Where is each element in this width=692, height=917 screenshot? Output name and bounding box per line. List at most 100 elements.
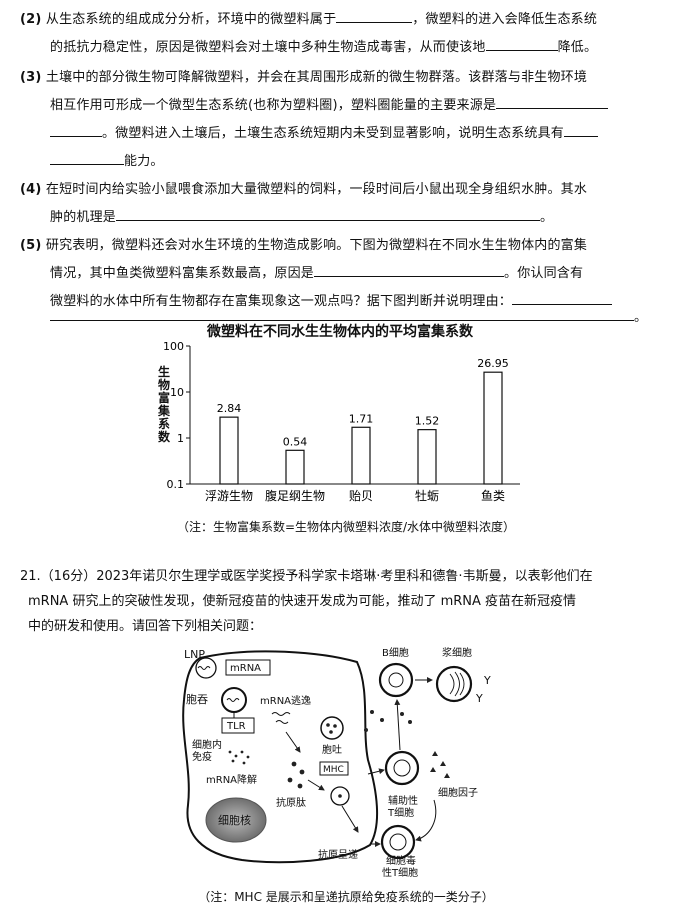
q4-blank[interactable]: [116, 208, 541, 221]
q5-line-2: 情况，其中鱼类微塑料富集系数最高，原因是。你认同含有: [50, 262, 583, 281]
q2-line-2: 的抵抗力稳定性，原因是微塑料会对土壤中多种生物造成毒害，从而使该地 降低。: [50, 36, 597, 55]
arrow-mhc-to-helper: [367, 768, 385, 775]
q4-text-1: 在短时间内给实验小鼠喂食添加大量微塑料的饲料，一段时间后小鼠出现全身组织水肿。其…: [45, 182, 588, 197]
plasma-label: 浆细胞: [442, 646, 472, 659]
cytotoxic-t-cell: [380, 824, 416, 860]
bar-value-label: 1.71: [349, 412, 374, 425]
plasma-er: [449, 671, 465, 697]
arrow-to-presentation: [341, 805, 359, 833]
endosome-mrna: [226, 698, 240, 702]
q3-text-1: 土壤中的部分微生物可降解微塑料，并会在其周围形成新的微生物群落。该群落与非生物环…: [45, 70, 588, 85]
exocytosis-label: 胞吐: [322, 744, 342, 756]
lnp-mrna-squiggle: [197, 666, 211, 670]
antigen-dots: [364, 710, 412, 732]
q4-end: 。: [540, 210, 554, 225]
q3-line-1: (3) 土壤中的部分微生物可降解微塑料，并会在其周围形成新的微生物群落。该群落与…: [20, 66, 587, 85]
q2-blank-1[interactable]: [336, 10, 413, 23]
q5-line-4: 。: [50, 298, 647, 325]
antibody-1: Y: [483, 674, 491, 687]
q3-text-3a: 。微塑料进入土壤后，土壤生态系统短期内未受到显著影响，说明生态系统具有: [102, 126, 565, 141]
q21-line-1: 21.（16分）2023年诺贝尔生理学或医学奖授予科学家卡塔琳·考里科和德鲁·韦…: [20, 569, 593, 584]
bar: [219, 416, 239, 485]
cytokine-triangles: [430, 751, 450, 778]
endosome-label: 胞吞: [186, 693, 208, 706]
ctl-label-2: 性T细胞: [382, 866, 418, 879]
antigen-peptides: [287, 761, 305, 789]
category-label: 牡蛎: [415, 488, 439, 503]
q3-blank-2[interactable]: [564, 124, 599, 137]
bar-value-label: 2.84: [217, 402, 242, 415]
y-tick-label: 10: [170, 386, 184, 399]
chart-note: （注：生物富集系数=生物体内微塑料浓度/水体中微塑料浓度）: [176, 520, 516, 534]
bar: [351, 426, 371, 485]
q5-text-2a: 情况，其中鱼类微塑料富集系数最高，原因是: [50, 266, 315, 281]
q5-line-1: (5) 研究表明，微塑料还会对水生环境的生物造成影响。下图为微塑料在不同水生生物…: [20, 234, 587, 253]
lnp-particle: [195, 657, 217, 679]
q4-number: (4): [20, 182, 42, 197]
q5-line-3: 微塑料的水体中所有生物都存在富集现象这一观点吗？据下图判断并说明理由：: [50, 290, 613, 309]
arrow-to-mhc: [307, 779, 325, 791]
degrade-label: mRNA降解: [206, 773, 257, 786]
q3-blank-1-cont[interactable]: [50, 124, 102, 137]
q2-blank-2[interactable]: [485, 38, 558, 51]
q3-blank-1[interactable]: [496, 96, 609, 109]
exocytosis-vesicle: [320, 716, 344, 740]
q4-line-2: 肿的机理是。: [50, 206, 553, 225]
nucleus-label: 细胞核: [218, 813, 251, 827]
escape-label: mRNA逃逸: [260, 694, 311, 707]
mrna-box: [225, 659, 271, 676]
mhc-box: [319, 761, 349, 776]
bar-value-label: 26.95: [477, 357, 509, 370]
ctl-label-1: 细胞毒: [386, 854, 416, 867]
q5-blank-2[interactable]: [512, 292, 613, 305]
cytokine-label: 细胞因子: [438, 786, 478, 799]
q5-end: 。: [634, 310, 648, 325]
helper-t-cell: [384, 750, 420, 786]
q2-text-1a: 从生态系统的组成成分分析，环境中的微塑料属于: [45, 12, 337, 27]
category-label: 腹足纲生物: [265, 489, 325, 503]
host-cell-membrane: [182, 650, 379, 864]
arrow-helper-to-b: [394, 699, 401, 751]
q3-line-2: 相互作用可形成一个微型生态系统(也称为塑料圈)，塑料圈能量的主要来源是: [50, 94, 609, 113]
q3-blank-2-cont[interactable]: [50, 152, 124, 165]
mrna-label: mRNA: [230, 663, 261, 674]
q3-text-2: 相互作用可形成一个微型生态系统(也称为塑料圈)，塑料圈能量的主要来源是: [50, 98, 497, 113]
peptide-label: 抗原肽: [276, 796, 306, 809]
q2-text-2a: 的抵抗力稳定性，原因是微塑料会对土壤中多种生物造成毒害，从而使该地: [50, 40, 486, 55]
q5-text-1: 研究表明，微塑料还会对水生环境的生物造成影响。下图为微塑料在不同水生生物体内的富…: [45, 238, 588, 253]
q5-blank-1[interactable]: [314, 264, 505, 277]
innate-dots: [228, 750, 250, 765]
helper-t-nucleus: [393, 759, 411, 777]
vesicle-dots: [326, 723, 337, 734]
q2-text-2b: 降低。: [557, 40, 598, 55]
y-tick-label: 0.1: [167, 478, 185, 491]
q2-text-1b: ，微塑料的进入会降低生态系统: [412, 12, 598, 27]
arrow-to-ribosome: [285, 731, 301, 753]
category-label: 鱼类: [481, 489, 505, 503]
helper-label-1: 辅助性: [388, 794, 418, 807]
q2-line-1: (2) 从生态系统的组成成分分析，环境中的微塑料属于 ，微塑料的进入会降低生态系统: [20, 8, 597, 27]
y-tick-label: 1: [177, 432, 184, 445]
q5-blank-2-cont[interactable]: [50, 308, 634, 321]
tlr-label: TLR: [226, 721, 246, 732]
mhc-vesicle: [330, 786, 350, 806]
innate-label-1: 细胞内: [192, 738, 222, 751]
presentation-label: 抗原呈递: [318, 848, 358, 861]
endosome-vesicle: [221, 687, 247, 713]
bar-value-label: 0.54: [283, 435, 308, 448]
innate-label-2: 免疫: [192, 750, 212, 763]
mrna-vaccine-diagram: LNP mRNA 胞吞 TLR 细胞内 免疫 mRNA降解 细胞核 mRNA逃逸: [182, 646, 491, 879]
helper-label-2: T细胞: [387, 806, 414, 819]
antibody-2: Y: [475, 692, 483, 705]
category-label: 贻贝: [349, 489, 373, 503]
bar-value-label: 1.52: [415, 415, 440, 428]
bar: [483, 371, 503, 485]
cytotoxic-t-nucleus: [389, 833, 407, 851]
q2-number: (2): [20, 12, 42, 27]
q3-text-4: 能力。: [124, 154, 164, 169]
plasma-cell: [435, 665, 473, 703]
